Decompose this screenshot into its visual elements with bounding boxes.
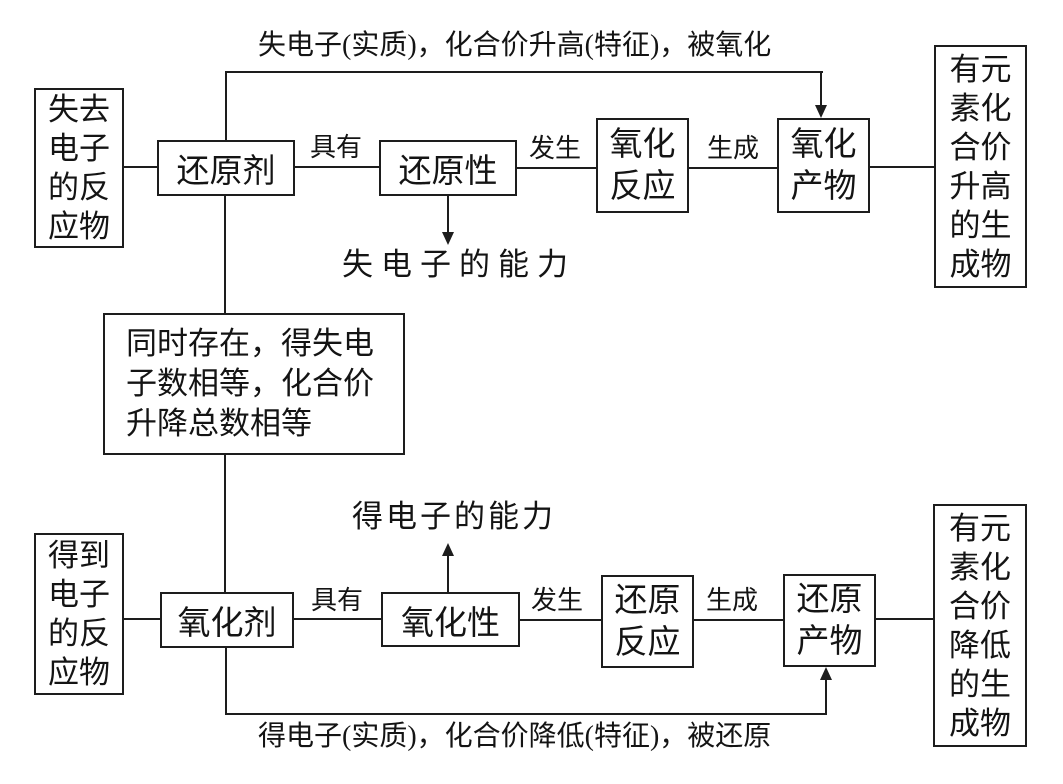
label-reduced-bypass: 得电子(实质)，化合价降低(特征)，被还原 [258, 721, 772, 752]
box-oxidizing-property-text: 氧化性 [401, 605, 500, 642]
box-oxidizing-agent-text: 氧化剂 [177, 606, 277, 642]
label-produces-bottom: 生成 [706, 586, 759, 615]
connector-reduction-product-to-result [876, 618, 933, 620]
connector-gaining-reactant-to-oxidizing-agent [124, 618, 160, 620]
connector-property-to-oxidation-reaction [517, 167, 596, 169]
box-oxidizing-property: 氧化性 [381, 592, 520, 647]
box-oxidizing-agent: 氧化剂 [160, 592, 294, 648]
box-valence-drop-product: 有元素化合价降低的生成物 [933, 504, 1027, 747]
connector-reduction-reaction-to-product [694, 619, 783, 621]
box-reduction-product-text: 还原产物 [796, 581, 863, 660]
label-lose-electron-ability: 失电子的能力 [342, 247, 576, 282]
label-has-top: 具有 [310, 133, 363, 162]
box-losing-reactant: 失去电子的反应物 [34, 88, 124, 248]
bypass-bottom-left-stem [225, 648, 227, 715]
connector-reducing-agent-to-property [295, 166, 379, 168]
bypass-bottom-right-stem [825, 679, 827, 715]
arrowhead-into-reduction-product [820, 667, 832, 680]
box-conservation-note: 同时存在，得失电子数相等，化合价升降总数相等 [103, 313, 405, 455]
connector-oxidation-reaction-to-product [689, 167, 777, 169]
box-reduction-reaction-text: 还原反应 [614, 582, 681, 661]
connector-losing-reactant-to-reducing-agent [124, 166, 157, 168]
connector-property-to-reduction-reaction [520, 619, 601, 621]
box-reducing-property-text: 还原性 [398, 154, 498, 190]
bypass-top-horizontal [225, 71, 823, 73]
arrow-stem-lose-ability [447, 196, 449, 234]
label-occurs-bottom: 发生 [531, 586, 584, 615]
label-occurs-top: 发生 [529, 134, 582, 163]
label-oxidized-bypass: 失电子(实质)，化合价升高(特征)，被氧化 [258, 30, 772, 61]
connector-oxidation-product-to-result [870, 166, 934, 168]
arrowhead-lose-ability [442, 232, 454, 245]
label-has-bottom: 具有 [311, 586, 364, 615]
box-reduction-product: 还原产物 [783, 574, 876, 667]
bypass-top-left-stem [225, 71, 227, 141]
box-losing-reactant-text: 失去电子的反应物 [48, 92, 110, 244]
box-reducing-property: 还原性 [379, 140, 517, 196]
box-oxidation-product-text: 氧化产物 [790, 126, 857, 205]
bypass-bottom-horizontal [225, 713, 827, 715]
box-oxidation-product: 氧化产物 [777, 118, 870, 213]
box-gaining-reactant-text: 得到电子的反应物 [48, 538, 110, 690]
box-reducing-agent: 还原剂 [157, 140, 295, 196]
box-oxidation-reaction-text: 氧化反应 [609, 126, 676, 205]
box-valence-rise-product: 有元素化合价升高的生成物 [934, 45, 1027, 288]
box-gaining-reactant: 得到电子的反应物 [34, 533, 124, 695]
label-gain-electron-ability: 得电子的能力 [352, 499, 556, 534]
box-reduction-reaction: 还原反应 [601, 575, 694, 668]
arrow-stem-gain-ability [447, 554, 449, 592]
connector-oxidizing-agent-to-property [294, 618, 381, 620]
label-produces-top: 生成 [707, 134, 760, 163]
box-reducing-agent-text: 还原剂 [176, 154, 276, 190]
box-oxidation-reaction: 氧化反应 [596, 118, 689, 213]
box-conservation-note-text: 同时存在，得失电子数相等，化合价升降总数相等 [126, 326, 374, 441]
stem-center-to-oxidizing-agent [224, 454, 226, 593]
arrowhead-gain-ability [442, 543, 454, 556]
arrowhead-into-oxidation-product [815, 105, 827, 118]
bypass-top-right-stem [820, 71, 822, 108]
box-valence-rise-product-text: 有元素化合价升高的生成物 [949, 51, 1012, 282]
box-valence-drop-product-text: 有元素化合价降低的生成物 [949, 510, 1011, 741]
stem-reducing-agent-to-center [224, 196, 226, 314]
